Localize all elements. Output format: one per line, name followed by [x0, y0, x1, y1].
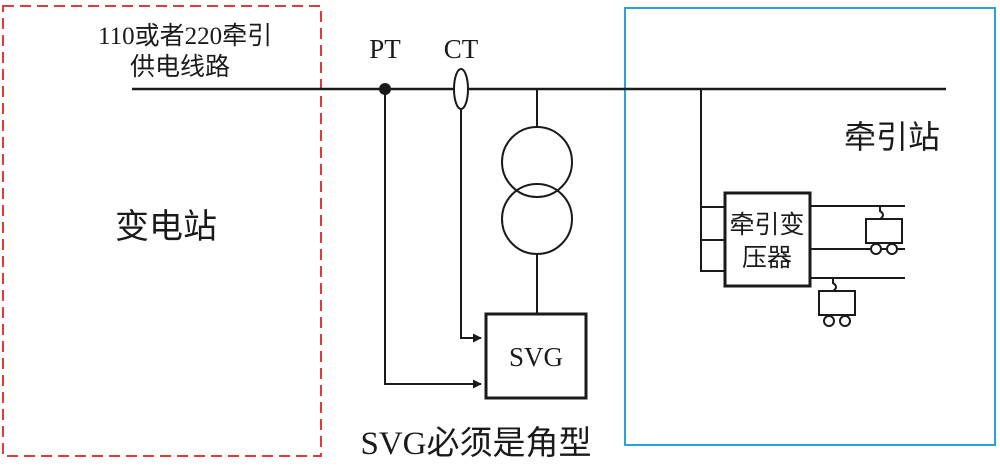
substation-region-border [2, 5, 322, 457]
transformer-terminal-lower [700, 239, 726, 272]
traction-transformer-box [723, 191, 812, 288]
caption: SVG必须是角型 [360, 425, 591, 462]
train-icon [818, 278, 856, 327]
traction-transformer-label-2: 压器 [742, 245, 792, 272]
supply-line-label-1: 110或者220牵引 [98, 22, 272, 50]
coupling-transformer-top-winding [501, 126, 573, 198]
traction-station-label: 牵引站 [844, 119, 940, 155]
ct-sensor [453, 68, 469, 110]
ct-label: CT [444, 34, 479, 64]
substation-label: 变电站 [115, 208, 217, 246]
train-icon [865, 206, 903, 255]
pt-label: PT [369, 34, 401, 64]
pt-signal-wire [384, 89, 482, 389]
ct-signal-wire [460, 109, 482, 343]
supply-line-label-2: 供电线路 [130, 53, 230, 81]
traction-station-region-border [624, 7, 996, 446]
coupling-transformer-bottom-winding [501, 183, 573, 255]
transformer-terminal-upper [700, 206, 726, 241]
svg-device-box [484, 312, 588, 400]
traction-transformer-label-1: 牵引变 [729, 211, 804, 239]
svg-device-label: SVG [509, 342, 563, 372]
